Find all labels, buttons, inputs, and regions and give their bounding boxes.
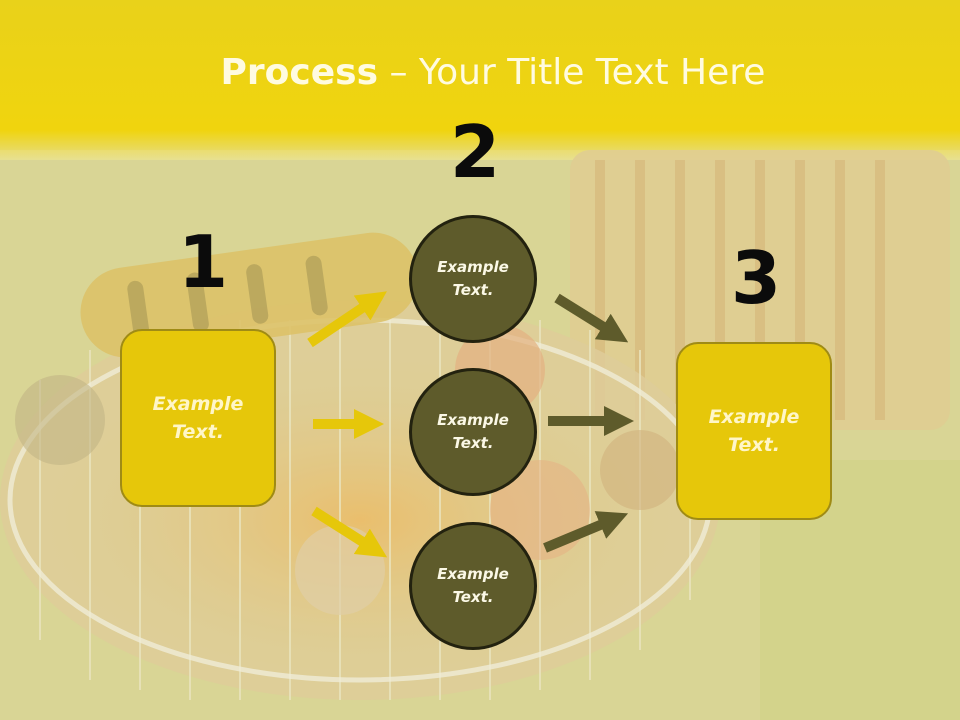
arrow-from-circle-3 [543, 511, 629, 553]
circle-node-2-label: Example Text. [437, 410, 509, 452]
right-step-box: Example Text. [676, 342, 832, 520]
circle-node-1-label: Example Text. [437, 257, 509, 299]
title-rest: – Your Title Text Here [378, 52, 766, 93]
step-number-3: 3 [731, 236, 782, 320]
arrow-from-circle-1 [554, 293, 629, 343]
arrow-to-circle-1 [307, 291, 387, 348]
circle-node-3-label: Example Text. [437, 564, 509, 606]
right-step-label: Example Text. [708, 405, 800, 457]
circle-node-3: Example Text. [409, 522, 537, 650]
arrow-to-circle-3 [311, 506, 388, 558]
circle-node-1: Example Text. [409, 215, 537, 343]
left-step-label: Example Text. [152, 392, 244, 444]
circle-node-2: Example Text. [409, 368, 537, 496]
step-number-2: 2 [450, 110, 501, 194]
step-number-1: 1 [178, 220, 229, 304]
title-bold: Process [220, 52, 379, 93]
left-step-box: Example Text. [120, 329, 276, 507]
slide-title: Process – Your Title Text Here [0, 52, 960, 93]
